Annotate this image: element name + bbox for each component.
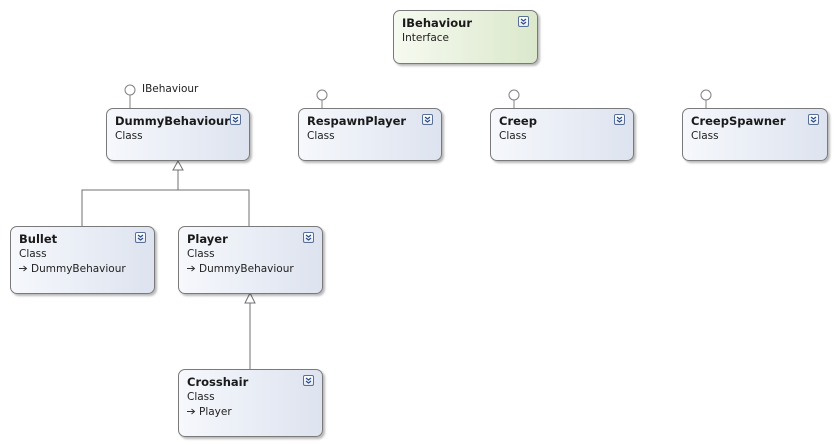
shape-creep[interactable]: Creep Class [490,108,634,161]
base-class: Player [187,404,314,420]
shape-player[interactable]: Player Class DummyBehaviour [178,226,323,294]
shape-kind: Class [115,130,143,142]
base-class-name: Player [199,406,232,418]
shape-name: RespawnPlayer [307,114,407,128]
shape-ibehaviour[interactable]: IBehaviour Interface [393,10,538,64]
right-arrow-icon [187,404,196,420]
shape-bullet[interactable]: Bullet Class DummyBehaviour [10,226,155,294]
base-class-name: DummyBehaviour [31,263,126,275]
shape-creepspawner[interactable]: CreepSpawner Class [682,108,828,161]
double-chevron-down-icon[interactable] [303,232,314,243]
double-chevron-down-icon[interactable] [518,16,529,27]
shape-name: Player [187,232,228,246]
lollipop-creep [508,89,520,108]
shape-name: Bullet [19,232,58,246]
double-chevron-down-icon[interactable] [422,114,433,125]
shape-kind: Class [499,130,527,142]
base-class-name: DummyBehaviour [199,263,294,275]
inheritance-to-dummybehaviour [81,159,250,226]
shape-name: IBehaviour [402,16,472,30]
shape-crosshair[interactable]: Crosshair Class Player [178,369,323,437]
double-chevron-down-icon[interactable] [303,375,314,386]
right-arrow-icon [19,261,28,277]
shape-kind: Class [307,130,335,142]
shape-kind: Interface [402,32,450,44]
shape-respawnplayer[interactable]: RespawnPlayer Class [298,108,442,161]
double-chevron-down-icon[interactable] [808,114,819,125]
lollipop-respawnplayer [316,89,328,108]
shape-name: CreepSpawner [691,114,786,128]
base-class: DummyBehaviour [187,261,314,277]
double-chevron-down-icon[interactable] [230,114,241,125]
shape-dummybehaviour[interactable]: DummyBehaviour Class [106,108,250,161]
base-class: DummyBehaviour [19,261,146,277]
double-chevron-down-icon[interactable] [135,232,146,243]
right-arrow-icon [187,261,196,277]
shape-name: Creep [499,114,537,128]
shape-kind: Class [187,391,215,403]
shape-kind: Class [187,248,215,260]
double-chevron-down-icon[interactable] [614,114,625,125]
lollipop-dummybehaviour [124,84,136,108]
shape-kind: Class [691,130,719,142]
shape-name: Crosshair [187,375,249,389]
shape-name: DummyBehaviour [115,114,230,128]
shape-kind: Class [19,248,47,260]
interface-label-ibehaviour: IBehaviour [142,83,199,95]
lollipop-creepspawner [700,89,712,108]
inheritance-to-player [244,291,256,369]
